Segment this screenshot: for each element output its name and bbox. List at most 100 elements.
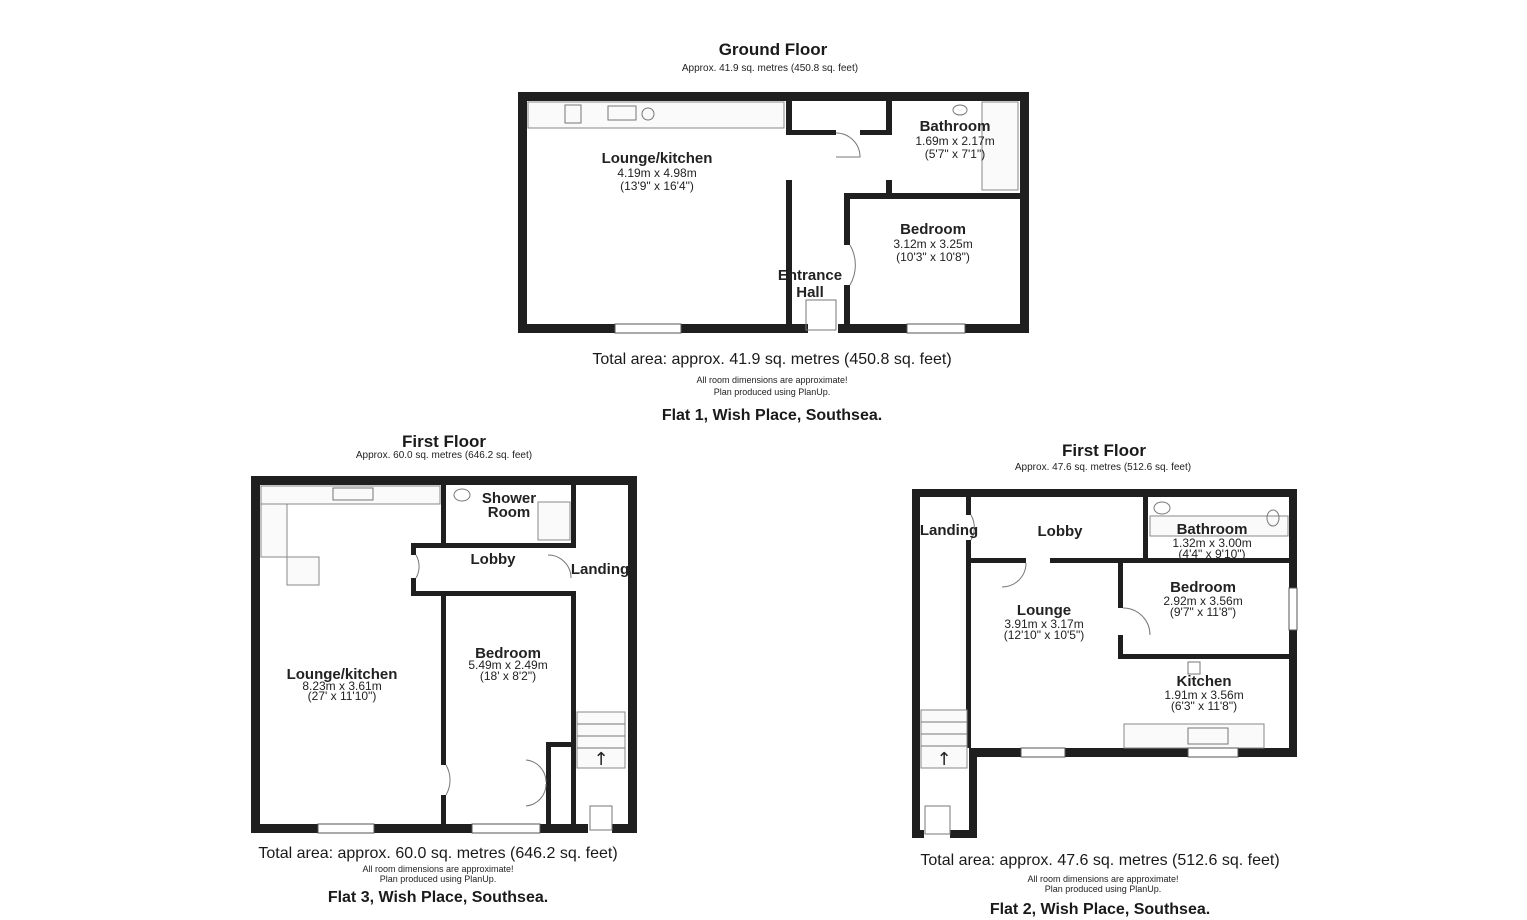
flat2-plan: First Floor Approx. 47.6 sq. metres (512… (912, 441, 1298, 918)
room-name-line2: Room (488, 504, 531, 521)
flat3-total-area: Total area: approx. 60.0 sq. metres (646… (258, 845, 617, 862)
flat3-note-planup: Plan produced using PlanUp. (380, 874, 497, 884)
flat1-room-bathroom: Bathroom 1.69m x 2.17m (5'7" x 7'1") (915, 118, 994, 161)
flat1-plan: Ground Floor Approx. 41.9 sq. metres (45… (518, 40, 1029, 424)
room-dimensions-imperial: (9'7" x 11'8") (1170, 605, 1236, 619)
room-name: Bathroom (1177, 521, 1248, 538)
stairs-up-arrow-icon: ↑ (593, 749, 608, 770)
room-name: Lounge/kitchen (602, 150, 713, 167)
flat3-room-shower-room: Shower Room (482, 490, 536, 521)
flat1-door-bathroom-swing (835, 132, 861, 158)
room-dimensions-metric: 2.92m x 3.56m (1163, 594, 1242, 608)
room-dimensions-metric: 4.19m x 4.98m (617, 166, 696, 180)
flat1-note-dimensions: All room dimensions are approximate! (696, 375, 847, 385)
flat3-entry-door (589, 805, 613, 831)
room-dimensions-imperial: (10'3" x 10'8") (896, 250, 970, 264)
flat1-room-entrance-hall: Entrance Hall (778, 267, 842, 301)
room-dimensions-metric: 8.23m x 3.61m (302, 679, 381, 693)
flat1-front-door (805, 299, 837, 331)
flat3-window-bedroom (471, 823, 541, 834)
flat2-window-kitchen (1187, 747, 1239, 758)
flat2-window-bedroom (1288, 587, 1298, 631)
flat1-kitchen-worktop (527, 101, 785, 129)
room-dimensions-imperial: (4'4" x 9'10") (1178, 547, 1245, 561)
room-dimensions-imperial: (12'10" x 10'5") (1004, 628, 1084, 642)
room-dimensions-metric: 3.91m x 3.17m (1004, 617, 1083, 631)
flat3-kitchen-worktop (260, 485, 441, 586)
room-dimensions-imperial: (18' x 8'2") (480, 669, 536, 683)
flat3-room-bedroom: Bedroom 5.49m x 2.49m (18' x 8'2") (468, 645, 547, 683)
flat3-door-lounge-swing (415, 554, 420, 579)
flat1-window-lounge (614, 323, 682, 334)
flat2-entry-door (924, 805, 951, 835)
room-name: Kitchen (1176, 673, 1231, 690)
flat1-room-bedroom: Bedroom 3.12m x 3.25m (10'3" x 10'8") (893, 221, 972, 264)
flat3-door-bedroom-swing (445, 764, 451, 796)
room-dimensions-imperial: (6'3" x 11'8") (1171, 699, 1237, 713)
flat2-total-area: Total area: approx. 47.6 sq. metres (512… (920, 852, 1279, 869)
flat1-floor-title: Ground Floor (719, 40, 828, 59)
stairs-up-arrow-icon: ↑ (936, 749, 951, 770)
flat2-floor-area: Approx. 47.6 sq. metres (512.6 sq. feet) (1015, 462, 1191, 473)
flat2-floor-title: First Floor (1062, 441, 1146, 460)
flat1-note-planup: Plan produced using PlanUp. (714, 387, 831, 397)
room-dimensions-imperial: (13'9" x 16'4") (620, 179, 694, 193)
flat2-room-landing: Landing (920, 522, 978, 539)
flat2-window-lounge (1020, 747, 1066, 758)
flat3-floor-area: Approx. 60.0 sq. metres (646.2 sq. feet) (356, 450, 532, 461)
room-name: Bedroom (900, 221, 966, 238)
flat2-door-lounge-swing (1001, 562, 1027, 588)
room-dimensions-metric: 1.32m x 3.00m (1172, 536, 1251, 550)
flat3-shower-fixtures (453, 488, 571, 541)
flat1-total-area: Total area: approx. 41.9 sq. metres (450… (592, 351, 951, 368)
flat3-window-lounge (317, 823, 375, 834)
room-name-line1: Entrance (778, 267, 842, 284)
room-name: Lounge (1017, 602, 1071, 619)
room-dimensions-metric: 3.12m x 3.25m (893, 237, 972, 251)
flat3-room-lobby: Lobby (471, 551, 517, 568)
flat2-room-lounge: Lounge 3.91m x 3.17m (12'10" x 10'5") (1004, 602, 1084, 642)
room-dimensions-imperial: (5'7" x 7'1") (925, 147, 985, 161)
flat3-note-dimensions: All room dimensions are approximate! (362, 864, 513, 874)
flat2-kitchen-worktop (1123, 661, 1265, 749)
flat2-room-bedroom: Bedroom 2.92m x 3.56m (9'7" x 11'8") (1163, 579, 1242, 619)
room-name: Bedroom (1170, 579, 1236, 596)
flat3-room-landing: Landing (571, 561, 629, 578)
flat3-door-landing-swing (547, 554, 572, 579)
flat1-room-lounge-kitchen: Lounge/kitchen 4.19m x 4.98m (13'9" x 16… (602, 150, 713, 193)
flat3-address: Flat 3, Wish Place, Southsea. (328, 889, 548, 906)
flat2-address: Flat 2, Wish Place, Southsea. (990, 901, 1210, 918)
room-name: Bedroom (475, 645, 541, 662)
flat2-interior-walls (966, 497, 1289, 748)
room-name: Bathroom (920, 118, 991, 135)
flat1-floor-area: Approx. 41.9 sq. metres (450.8 sq. feet) (682, 63, 858, 74)
flat2-door-bedroom-swing (1122, 607, 1151, 636)
flat2-room-bathroom: Bathroom 1.32m x 3.00m (4'4" x 9'10") (1172, 521, 1251, 561)
flat1-interior-walls (786, 101, 1020, 324)
flat2-note-dimensions: All room dimensions are approximate! (1027, 874, 1178, 884)
flat1-door-bedroom-swing (849, 244, 856, 286)
room-dimensions-imperial: (27' x 11'10") (308, 689, 377, 703)
flat1-address: Flat 1, Wish Place, Southsea. (662, 407, 882, 424)
flat2-room-kitchen: Kitchen 1.91m x 3.56m (6'3" x 11'8") (1164, 673, 1243, 713)
flat1-window-bedroom (906, 323, 966, 334)
flat2-room-lobby: Lobby (1038, 523, 1084, 540)
flat3-stairs: ↑ (576, 711, 626, 770)
room-dimensions-metric: 1.69m x 2.17m (915, 134, 994, 148)
flat2-note-planup: Plan produced using PlanUp. (1045, 884, 1162, 894)
flat3-outer-walls (251, 476, 637, 833)
flat2-stairs: ↑ (920, 709, 968, 770)
flat3-interior-walls (411, 485, 576, 824)
flat3-wardrobe-doors (525, 759, 547, 807)
flat3-plan: First Floor Approx. 60.0 sq. metres (646… (251, 432, 637, 906)
flat2-door-landing-swing (970, 514, 975, 541)
room-name-line2: Hall (796, 284, 824, 301)
flat3-floor-title: First Floor (402, 432, 486, 451)
flat3-room-lounge-kitchen: Lounge/kitchen 8.23m x 3.61m (27' x 11'1… (287, 666, 398, 703)
room-dimensions-metric: 1.91m x 3.56m (1164, 688, 1243, 702)
room-dimensions-metric: 5.49m x 2.49m (468, 658, 547, 672)
flat2-bathroom-fixtures (1149, 501, 1289, 537)
flat1-bathroom-fixtures (952, 101, 1019, 191)
room-name-line1: Shower (482, 490, 536, 507)
